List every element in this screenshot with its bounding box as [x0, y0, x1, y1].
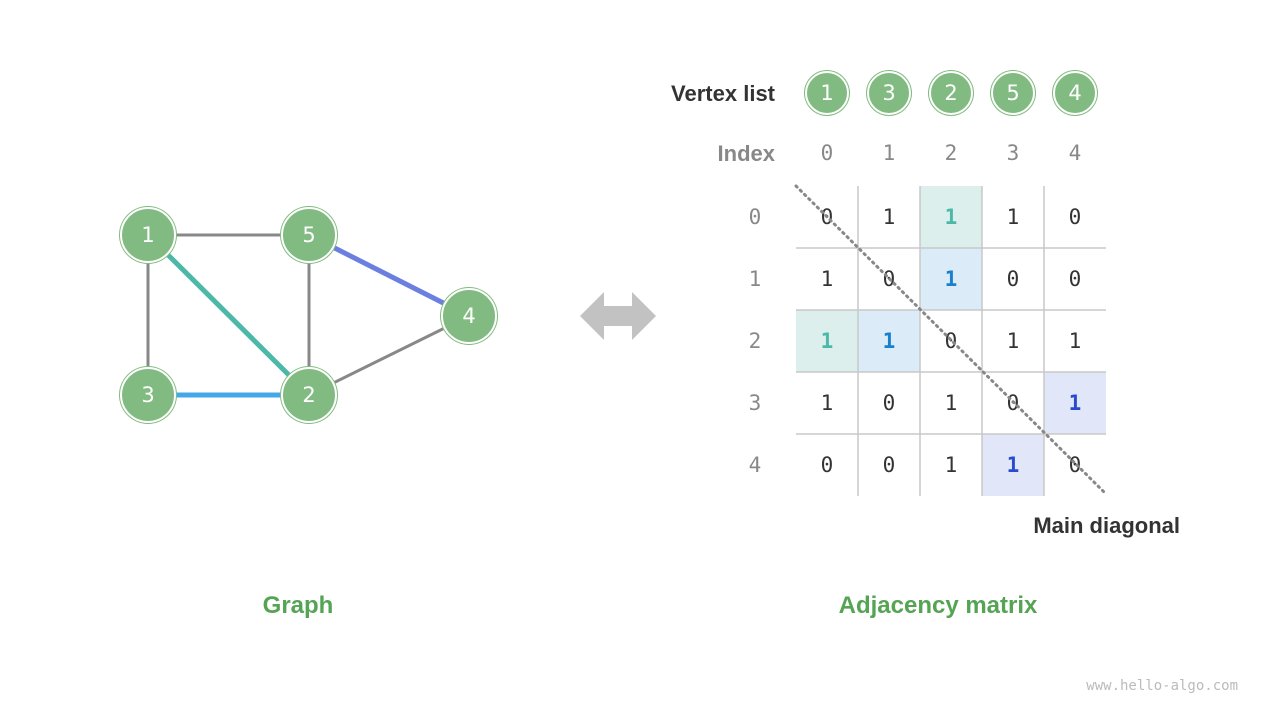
- vertex-list-label: Vertex list: [671, 81, 776, 106]
- vertex-list-item: 1: [804, 70, 850, 116]
- edge-1-2: [146, 233, 311, 397]
- matrix-cell: 1: [883, 205, 896, 229]
- adjacency-matrix: 0111010100110111010100110: [796, 186, 1106, 496]
- matrix-cell: 1: [1007, 205, 1020, 229]
- node-label: 5: [302, 223, 315, 247]
- matrix-cell: 1: [883, 329, 896, 353]
- matrix-cell: 0: [945, 329, 958, 353]
- highlight-cell-bg: [796, 310, 858, 372]
- matrix-cell: 1: [1069, 391, 1082, 415]
- matrix-cell: 1: [945, 267, 958, 291]
- row-index: 1: [749, 267, 762, 291]
- double-arrow-icon: [580, 292, 656, 340]
- index-label: Index: [718, 141, 776, 166]
- row-index: 2: [749, 329, 762, 353]
- graph-caption: Graph: [263, 592, 334, 619]
- highlight-cell-bg: [982, 434, 1044, 496]
- matrix-caption: Adjacency matrix: [839, 592, 1038, 619]
- highlight-cell-bg: [1044, 372, 1106, 434]
- matrix-cell: 0: [883, 453, 896, 477]
- matrix-cell: 0: [1069, 205, 1082, 229]
- edge-5-4: [307, 232, 471, 319]
- matrix-cell: 0: [883, 391, 896, 415]
- graph-node-5: 5: [280, 206, 338, 264]
- main-diagonal-line: [794, 184, 1108, 496]
- column-index: 0: [821, 141, 834, 165]
- matrix-cell: 1: [1007, 329, 1020, 353]
- graph-node-3: 3: [119, 366, 177, 424]
- column-index: 2: [945, 141, 958, 165]
- column-index: 1: [883, 141, 896, 165]
- vertex-list-item: 3: [866, 70, 912, 116]
- node-label: 4: [462, 304, 475, 328]
- graph-node-4: 4: [440, 287, 498, 345]
- matrix-cell: 1: [821, 267, 834, 291]
- graph-node-2: 2: [280, 366, 338, 424]
- node-label: 4: [1068, 81, 1081, 105]
- row-index: 4: [749, 453, 762, 477]
- graph-node-1: 1: [119, 206, 177, 264]
- matrix-cell: 1: [1007, 453, 1020, 477]
- vertex-list-item: 4: [1052, 70, 1098, 116]
- row-index: 3: [749, 391, 762, 415]
- vertex-list-item: 5: [990, 70, 1036, 116]
- matrix-cell: 0: [1007, 267, 1020, 291]
- matrix-cell: 1: [945, 205, 958, 229]
- index-row: 0 0 1 1 2 2 3 3 4 4: [749, 141, 1082, 477]
- matrix-cell: 1: [945, 453, 958, 477]
- vertex-list-item: 2: [928, 70, 974, 116]
- node-label: 1: [820, 81, 833, 105]
- matrix-cell: 0: [1069, 453, 1082, 477]
- matrix-cell: 0: [1069, 267, 1082, 291]
- edge-2-4: [308, 314, 470, 397]
- node-label: 2: [302, 383, 315, 407]
- main-diagonal-label: Main diagonal: [1033, 513, 1180, 538]
- highlight-cell-bg: [858, 310, 920, 372]
- column-index: 3: [1007, 141, 1020, 165]
- row-index: 0: [749, 205, 762, 229]
- node-label: 2: [944, 81, 957, 105]
- vertex-list: 1 3 2 5 4: [804, 70, 1098, 116]
- matrix-cell: 1: [821, 329, 834, 353]
- node-label: 5: [1006, 81, 1019, 105]
- column-index: 4: [1069, 141, 1082, 165]
- matrix-cell: 1: [945, 391, 958, 415]
- highlight-cell-bg: [920, 248, 982, 310]
- watermark: www.hello-algo.com: [1086, 678, 1238, 694]
- node-label: 3: [141, 383, 154, 407]
- node-label: 1: [141, 223, 154, 247]
- matrix-cell: 1: [1069, 329, 1082, 353]
- highlight-cell-bg: [920, 186, 982, 248]
- graph-nodes: 1 5 4 3 2: [119, 206, 498, 424]
- matrix-cell: 0: [821, 453, 834, 477]
- node-label: 3: [882, 81, 895, 105]
- matrix-cell: 1: [821, 391, 834, 415]
